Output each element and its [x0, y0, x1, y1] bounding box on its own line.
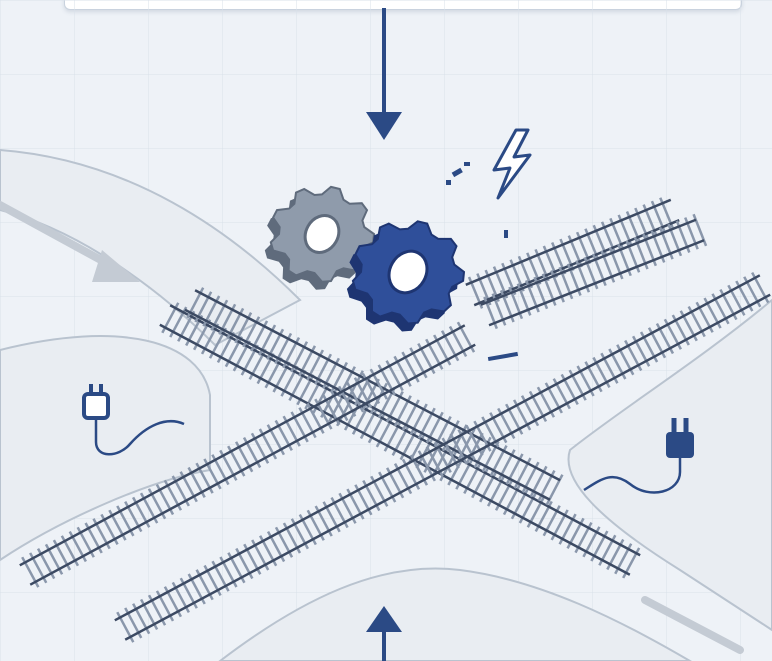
railway-crossing-diagram: [0, 0, 772, 661]
